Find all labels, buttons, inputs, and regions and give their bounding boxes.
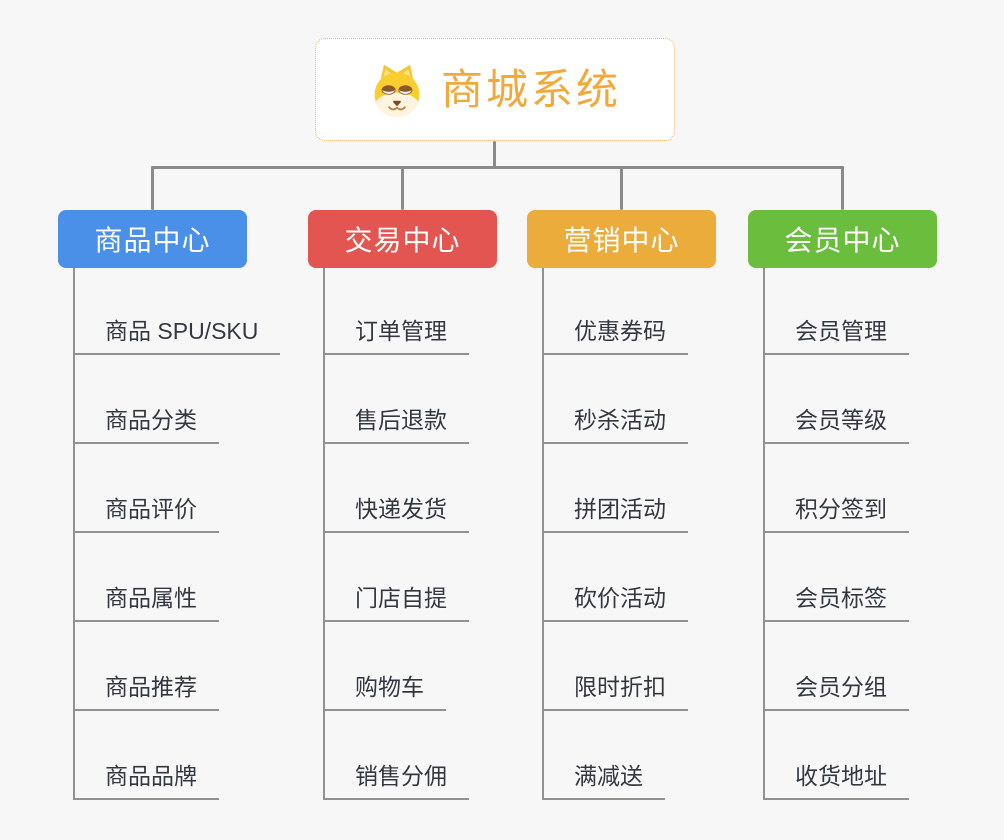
child-topic[interactable]: 秒杀活动 <box>544 401 688 444</box>
child-topic[interactable]: 优惠券码 <box>544 312 688 355</box>
child-topic-row: 秒杀活动 <box>544 355 688 444</box>
child-topic[interactable]: 限时折扣 <box>544 668 688 711</box>
child-topic-row: 商品分类 <box>75 355 280 444</box>
child-topic-row: 门店自提 <box>325 533 469 622</box>
branch-node-trade-center[interactable]: 交易中心 <box>308 210 497 268</box>
child-topic-row: 售后退款 <box>325 355 469 444</box>
branch-marketing-center: 营销中心 优惠券码 秒杀活动 拼团活动 砍价活动 限时折扣 满减送 <box>527 210 716 800</box>
child-topic[interactable]: 会员标签 <box>765 579 909 622</box>
child-topic-row: 会员分组 <box>765 622 909 711</box>
child-topic-row: 购物车 <box>325 622 469 711</box>
child-topic-row: 商品品牌 <box>75 711 280 800</box>
child-topic-row: 积分签到 <box>765 444 909 533</box>
branch-node-marketing-center[interactable]: 营销中心 <box>527 210 716 268</box>
child-topic[interactable]: 商品分类 <box>75 401 219 444</box>
branch-children: 优惠券码 秒杀活动 拼团活动 砍价活动 限时折扣 满减送 <box>542 268 688 800</box>
child-topic-row: 收货地址 <box>765 711 909 800</box>
child-topic-row: 限时折扣 <box>544 622 688 711</box>
root-title: 商城系统 <box>440 65 621 113</box>
child-topic[interactable]: 快递发货 <box>325 490 469 533</box>
connector-drop-trade <box>401 166 404 210</box>
branch-member-center: 会员中心 会员管理 会员等级 积分签到 会员标签 会员分组 收货地址 <box>748 210 937 800</box>
child-topic-row: 订单管理 <box>325 268 469 355</box>
connector-drop-marketing <box>620 166 623 210</box>
child-topic[interactable]: 砍价活动 <box>544 579 688 622</box>
child-topic[interactable]: 商品 SPU/SKU <box>75 312 281 355</box>
child-topic[interactable]: 门店自提 <box>325 579 469 622</box>
branch-children: 订单管理 售后退款 快递发货 门店自提 购物车 销售分佣 <box>323 268 469 800</box>
child-topic-row: 拼团活动 <box>544 444 688 533</box>
root-node[interactable]: 商城系统 <box>315 38 675 141</box>
connector-bus <box>151 166 844 169</box>
child-topic[interactable]: 拼团活动 <box>544 490 688 533</box>
child-topic[interactable]: 订单管理 <box>325 312 469 355</box>
child-topic[interactable]: 满减送 <box>544 757 665 800</box>
connector-drop-member <box>841 166 844 210</box>
child-topic[interactable]: 会员等级 <box>765 401 909 444</box>
connector-root-stem <box>493 141 496 169</box>
child-topic[interactable]: 商品属性 <box>75 579 219 622</box>
child-topic[interactable]: 会员分组 <box>765 668 909 711</box>
child-topic-row: 优惠券码 <box>544 268 688 355</box>
child-topic[interactable]: 销售分佣 <box>325 757 469 800</box>
child-topic[interactable]: 收货地址 <box>765 757 909 800</box>
child-topic[interactable]: 售后退款 <box>325 401 469 444</box>
child-topic[interactable]: 商品品牌 <box>75 757 219 800</box>
child-topic-row: 商品评价 <box>75 444 280 533</box>
dog-face-icon <box>374 64 420 117</box>
child-topic[interactable]: 购物车 <box>325 668 446 711</box>
child-topic-row: 商品推荐 <box>75 622 280 711</box>
branch-node-product-center[interactable]: 商品中心 <box>58 210 247 268</box>
child-topic-row: 会员标签 <box>765 533 909 622</box>
child-topic-row: 商品 SPU/SKU <box>75 268 281 355</box>
child-topic-row: 快递发货 <box>325 444 469 533</box>
child-topic-row: 会员管理 <box>765 268 909 355</box>
branch-children: 商品 SPU/SKU 商品分类 商品评价 商品属性 商品推荐 商品品牌 <box>73 268 281 800</box>
branch-trade-center: 交易中心 订单管理 售后退款 快递发货 门店自提 购物车 销售分佣 <box>308 210 497 800</box>
connector-drop-product <box>151 166 154 210</box>
branch-node-member-center[interactable]: 会员中心 <box>748 210 937 268</box>
branch-product-center: 商品中心 商品 SPU/SKU 商品分类 商品评价 商品属性 商品推荐 商品品牌 <box>58 210 281 800</box>
child-topic-row: 砍价活动 <box>544 533 688 622</box>
child-topic-row: 商品属性 <box>75 533 280 622</box>
child-topic[interactable]: 商品评价 <box>75 490 219 533</box>
child-topic-row: 满减送 <box>544 711 688 800</box>
child-topic-row: 销售分佣 <box>325 711 469 800</box>
child-topic[interactable]: 商品推荐 <box>75 668 219 711</box>
child-topic-row: 会员等级 <box>765 355 909 444</box>
branch-children: 会员管理 会员等级 积分签到 会员标签 会员分组 收货地址 <box>763 268 909 800</box>
child-topic[interactable]: 积分签到 <box>765 490 909 533</box>
child-topic[interactable]: 会员管理 <box>765 312 909 355</box>
